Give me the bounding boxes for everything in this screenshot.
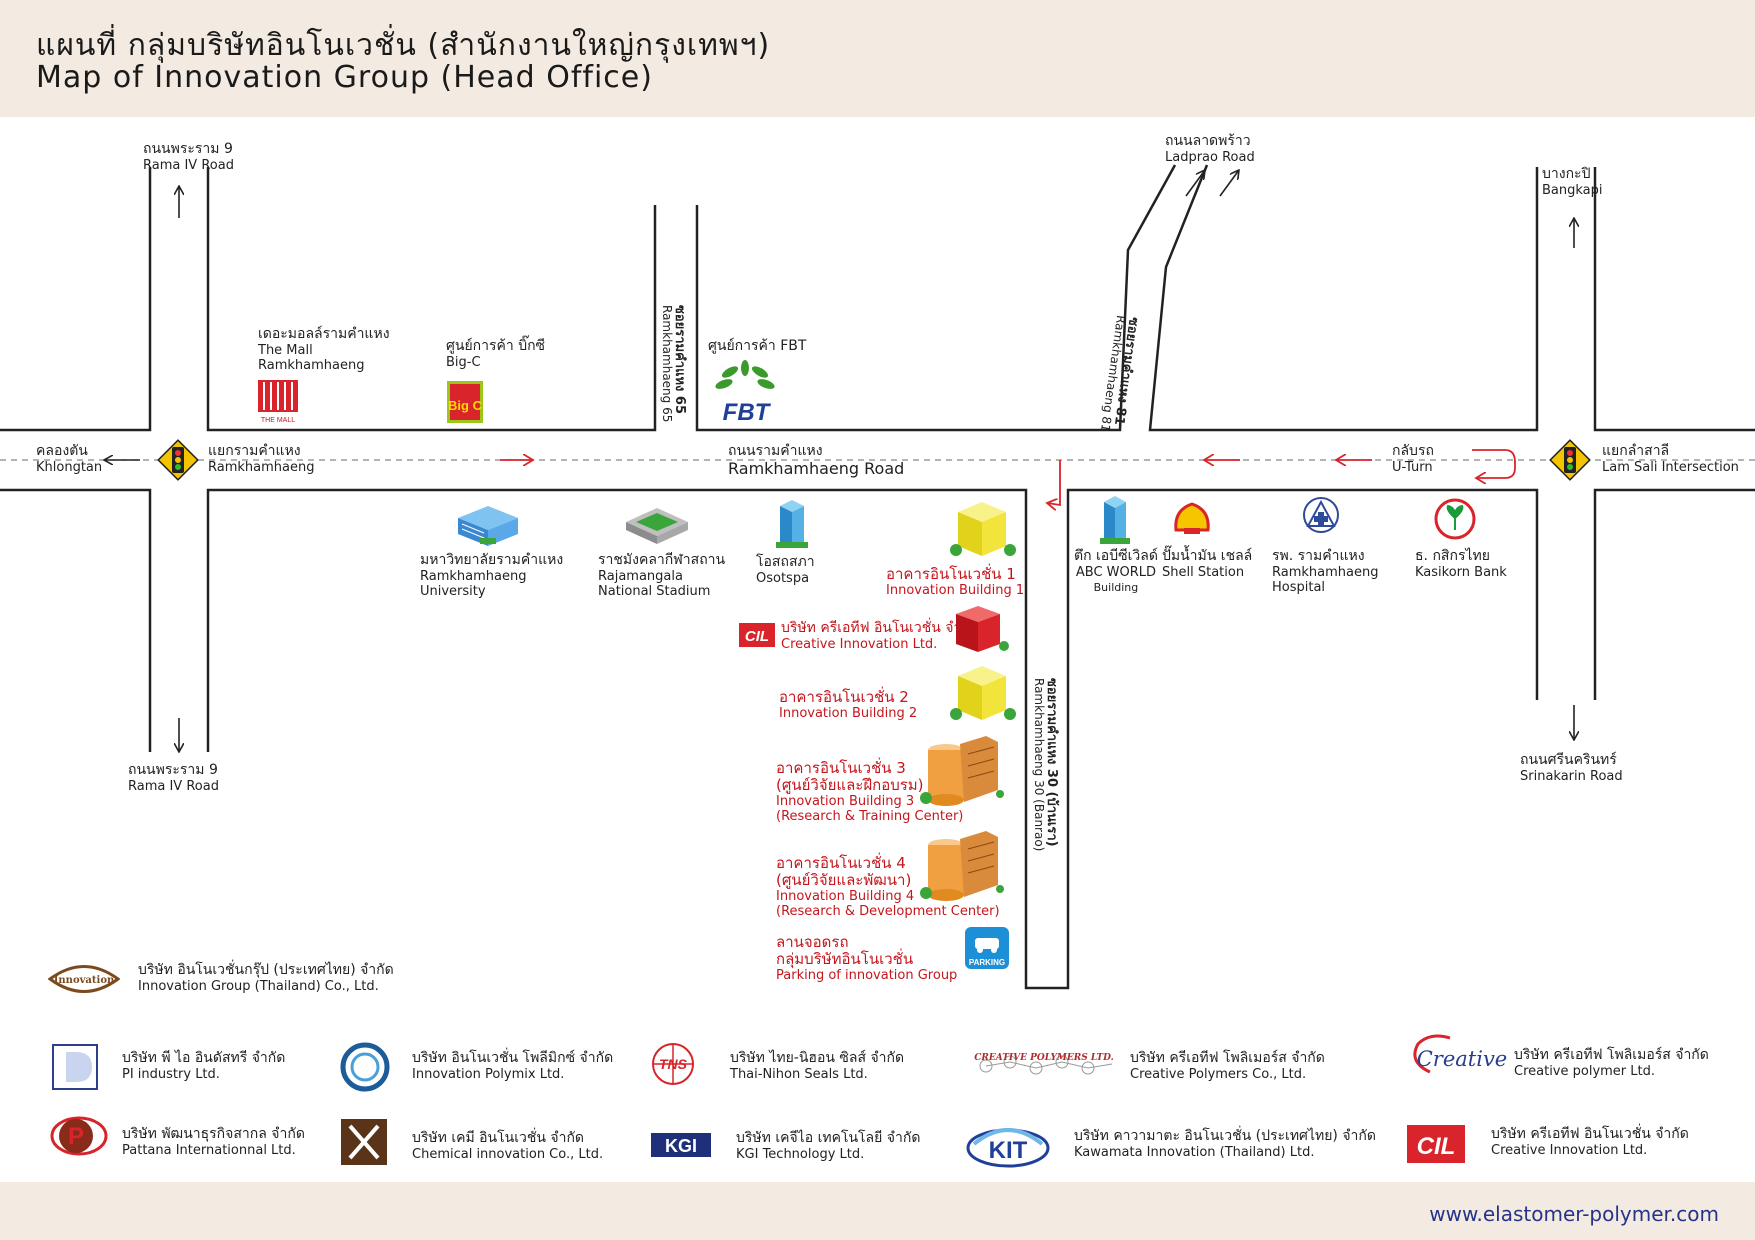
header-band [0, 0, 1755, 117]
abc-world-building-icon [1100, 496, 1130, 544]
svg-text:Creative: Creative [1417, 1047, 1508, 1071]
label-soi-30: ซอยรามคำแหง 30 (บ้านเรา)Ramkhamhaeng 30 … [1032, 678, 1059, 852]
legend-kawamata-innovation: บริษัท คาวามาตะ อินโนเวชั่น (ประเทศไทย) … [1074, 1128, 1376, 1160]
innovation-building-4-icon [920, 831, 1004, 901]
svg-text:P: P [68, 1123, 84, 1150]
svg-text:Big C: Big C [448, 398, 483, 413]
website-url: www.elastomer-polymer.com [1429, 1202, 1719, 1226]
innovation-polymix-logo-icon [340, 1042, 390, 1092]
creative-innovation-logo-icon: CIL [1407, 1125, 1465, 1163]
chemical-innovation-logo-icon [341, 1119, 387, 1165]
label-srinakarin-road: ถนนศรีนครินทร์Srinakarin Road [1520, 752, 1623, 784]
pattana-international-logo-icon: P [50, 1116, 108, 1156]
arrow-red-uturn [1472, 449, 1516, 478]
cil-map-logo-icon: CIL [739, 623, 775, 647]
label-innovation-building-4: อาคารอินโนเวชั่น 4(ศูนย์วิจัยและพัฒนา) I… [776, 854, 1000, 920]
creative-innovation-building-icon [956, 606, 1009, 652]
innovation-building-3-icon [920, 736, 1004, 806]
osotspa-building-icon [776, 500, 808, 548]
legend-innovation-group: บริษัท อินโนเวชั่นกรุ๊ป (ประเทศไทย) จำกั… [138, 962, 394, 994]
footer-band [0, 1182, 1755, 1240]
arrow-up-ladprao-2 [1219, 170, 1239, 197]
svg-text:THE MALL: THE MALL [261, 417, 295, 424]
creative-polymers-logo-icon: CREATIVE POLYMERS LTD. [974, 1053, 1114, 1075]
stadium-icon [626, 508, 688, 544]
hospital-logo-icon [1303, 497, 1339, 533]
svg-text:KIT: KIT [989, 1137, 1028, 1164]
svg-text:CIL: CIL [745, 628, 769, 645]
innovation-group-logo-icon: Innovation [48, 965, 120, 993]
arrow-up-ladprao-1 [1185, 170, 1205, 197]
svg-text:TNS: TNS [659, 1056, 688, 1072]
pi-industry-logo-icon [52, 1044, 98, 1090]
innovation-building-1-icon [950, 502, 1016, 556]
label-lamsali-intersection: แยกลำสาลีLam Sali Intersection [1602, 443, 1739, 475]
big-c-logo-icon: Big C [447, 381, 483, 423]
svg-text:KGI: KGI [665, 1136, 697, 1156]
parking-icon: PARKING [965, 927, 1009, 969]
traffic-light-ramkhamhaeng-icon [157, 439, 199, 481]
traffic-light-lamsali-icon [1549, 439, 1591, 481]
svg-text:CIL: CIL [1417, 1133, 1456, 1160]
svg-text:FBT: FBT [723, 399, 772, 426]
shell-logo-icon [1174, 502, 1210, 534]
label-big-c: ศูนย์การค้า บิ๊กซีBig-C [446, 338, 546, 370]
the-mall-logo-icon: THE MALL [258, 380, 298, 424]
label-parking: ลานจอดรถกลุ่มบริษัทอินโนเวชั่น Parking o… [776, 933, 958, 984]
fbt-logo-icon: FBT [715, 360, 775, 426]
university-building-icon [458, 506, 518, 546]
thai-nihon-seals-logo-icon: TNS [652, 1043, 694, 1085]
arrow-red-turn-soi30 [1047, 460, 1061, 505]
kgi-technology-logo-icon: KGI [651, 1133, 711, 1157]
page-title-english: Map of Innovation Group (Head Office) [36, 60, 653, 95]
road-edges [0, 164, 1755, 990]
svg-text:CREATIVE POLYMERS LTD.: CREATIVE POLYMERS LTD. [974, 1053, 1114, 1063]
kawamata-innovation-logo-icon: KIT [966, 1128, 1050, 1168]
label-bangkapi: บางกะปิBangkapi [1542, 166, 1603, 198]
svg-text:PARKING: PARKING [969, 958, 1005, 967]
svg-text:Innovation: Innovation [54, 975, 115, 986]
creative-polymer-logo-icon: Creative [1413, 1034, 1508, 1074]
kasikorn-bank-logo-icon [1434, 498, 1476, 540]
label-fbt: ศูนย์การค้า FBT [708, 338, 807, 354]
label-shell-station: ปั๊มน้ำมัน เชลล์Shell Station [1162, 548, 1253, 580]
label-innovation-building-3: อาคารอินโนเวชั่น 3(ศูนย์วิจัยและฝึกอบรม)… [776, 759, 964, 825]
page-title-thai: แผนที่ กลุ่มบริษัทอินโนเวชั่น (สำนักงานใ… [36, 28, 771, 63]
innovation-building-2-icon [950, 666, 1016, 720]
